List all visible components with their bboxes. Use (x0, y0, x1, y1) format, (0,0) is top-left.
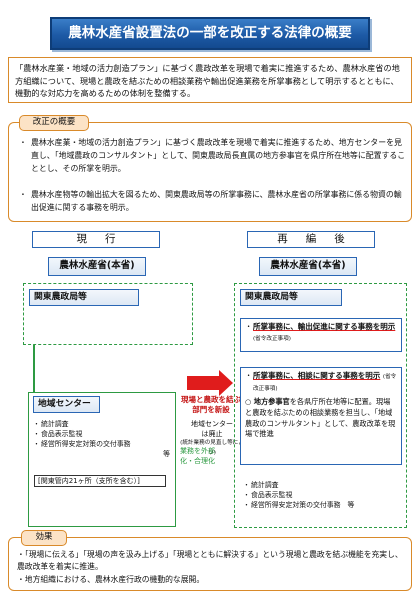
outline-section: 改正の概要 ・ 農林水産業・地域の活力創造プラン」に基づく農政改革を現場で着実に… (8, 115, 412, 222)
task-item: 統計調査 (33, 419, 174, 429)
consult-branch-note: (省令改正事項) (253, 374, 397, 392)
outline-item: ・ 農林水産業・地域の活力創造プラン」に基づく農政改革を現場で着実に推進するため… (19, 137, 407, 175)
export-branch-note: (省令改正事項) (253, 335, 291, 342)
reorganize-arrow (187, 376, 221, 390)
effects-item: ・地方組織における、農林水産行政の機動的な展開。 (17, 575, 205, 584)
page-title: 農林水産省設置法の一部を改正する法律の概要 (50, 17, 370, 50)
effects-tag: 効果 (21, 530, 67, 546)
arrow-right-icon (219, 370, 233, 396)
outline-item: ・ 農林水産物等の輸出拡大を図るため、関東農政局等の所掌事務に、農林水産省の所掌… (19, 189, 407, 215)
outline-tag: 改正の概要 (19, 115, 89, 131)
export-branch: ・ 所掌事務に、輸出促進に関する事務を明示 (省令改正事項) (240, 318, 402, 352)
task-item: 食品表示監視 (33, 429, 174, 439)
current-bureau-title: 関東農政局等 (29, 289, 139, 306)
arrow-note: 現場と農政を結ぶ部門を新設 (181, 395, 241, 414)
abolish-sub: は廃止 (201, 429, 223, 438)
after-tasks: 統計調査 食品表示監視 経営所得安定対策の交付事務 等 (243, 480, 404, 510)
current-bureau-region (23, 283, 193, 345)
connector-line (33, 345, 35, 392)
after-ministry: 農林水産省(本省) (259, 257, 357, 276)
after-header: 再編後 (247, 231, 375, 248)
bullet-dot: ・ (245, 371, 253, 380)
abolish-note: 地域センター は廃止 (統計業務の見直し等により) (178, 420, 246, 458)
consult-branch: ・ 所掌事務に、相談に関する事務を明示 (省令改正事項) ○ 地方参事官を各県庁… (240, 367, 402, 465)
effects-section: 効果 ・「現場に伝える」「現場の声を汲み上げる」「現場とともに解決する」という現… (8, 530, 412, 591)
regional-center-box: 地域センター 統計調査 食品表示監視 経営所得安定対策の交付事務 等 [関東管内… (28, 392, 176, 527)
task-suffix: 等 (163, 450, 170, 458)
bullet-dot: ・ (19, 138, 27, 147)
outline-item-text: 農林水産業・地域の活力創造プラン」に基づく農政改革を現場で着実に推進するため、地… (31, 138, 406, 173)
office-count: [関東管内21ヶ所（支所を含む）] (34, 475, 166, 487)
bullet-dot: ・ (245, 322, 253, 331)
abolish-reason: (統計業務の見直し等により) (180, 440, 244, 456)
after-bureau-region (234, 283, 407, 528)
task-item: 経営所得安定対策の交付事務 (33, 439, 174, 449)
consult-body: ○ 地方参事官を各県庁所在地等に配置。現場と農政を結ぶための相談業務を担当し、「… (245, 397, 397, 440)
outline-item-text: 農林水産物等の輸出拡大を図るため、関東農政局等の所掌事務に、農林水産省の所掌事務… (31, 190, 402, 212)
regional-center-title: 地域センター (33, 396, 100, 413)
effects-item: ・「現場に伝える」「現場の声を汲み上げる」「現場とともに解決する」という現場と農… (17, 550, 403, 571)
task-item: 統計調査 (243, 480, 404, 490)
task-item: 経営所得安定対策の交付事務 等 (243, 500, 404, 510)
outsource-note: 業務を外部化・合理化 (180, 447, 215, 465)
consult-branch-text: 所掌事務に、相談に関する事務を明示 (253, 371, 381, 380)
regional-councilor-text: を各県庁所在地等に配置。現場と農政を結ぶための相談業務を担当し、「地域農政のコン… (245, 397, 396, 439)
regional-councilor-label: ○ 地方参事官 (245, 397, 290, 406)
export-branch-text: 所掌事務に、輸出促進に関する事務を明示 (253, 322, 396, 331)
bullet-dot: ・ (19, 190, 27, 199)
after-bureau-title: 関東農政局等 (240, 289, 342, 306)
task-item: 食品表示監視 (243, 490, 404, 500)
current-ministry: 農林水産省(本省) (48, 257, 146, 276)
current-header: 現行 (32, 231, 160, 248)
regional-center-tasks: 統計調査 食品表示監視 経営所得安定対策の交付事務 等 (33, 419, 174, 459)
abolish-main: 地域センター (191, 420, 233, 428)
purpose-box: 「農林水産業・地域の活力創造プラン」に基づく農政改革を現場で着実に推進するため、… (8, 57, 412, 103)
